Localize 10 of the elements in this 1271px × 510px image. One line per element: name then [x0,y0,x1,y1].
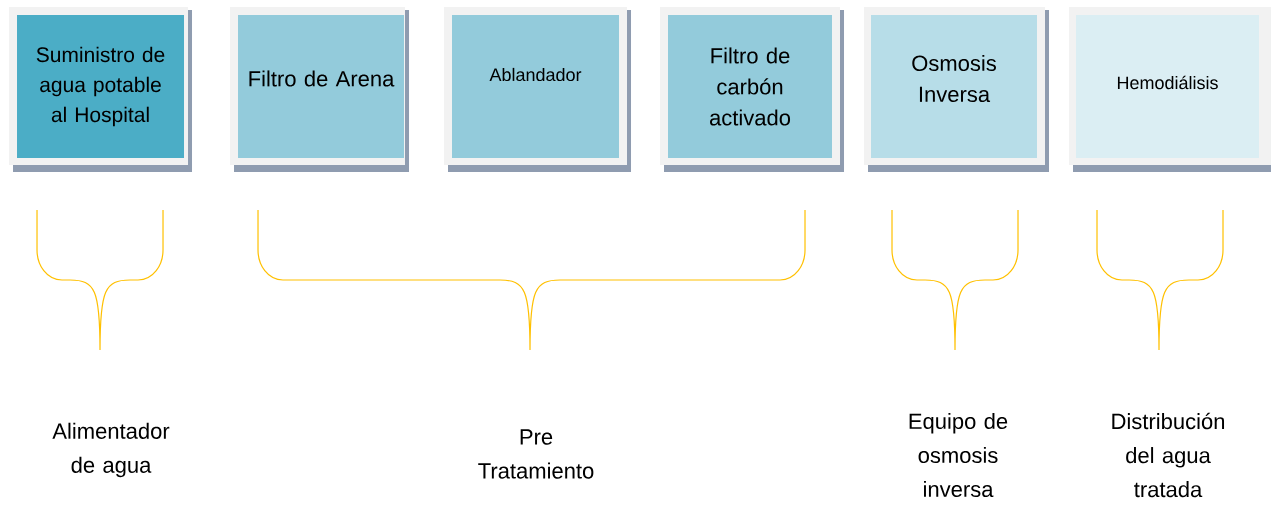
group-label: Distribución del agua tratada [1112,412,1224,498]
process-box: Hemodiálisis [1069,7,1271,172]
group-label: Equipo de osmosis inversa [909,412,1008,498]
process-box: Filtro de carbón activado [660,7,844,172]
process-box: Ablandador [444,7,631,172]
process-box: Filtro de Arena [230,7,409,172]
process-box: Osmosis Inversa [864,7,1049,172]
group-label: Pre Tratamiento [478,429,594,479]
group-label: Alimentador de agua [52,422,170,478]
process-box: Suministro de agua potable al Hospital [9,7,192,172]
